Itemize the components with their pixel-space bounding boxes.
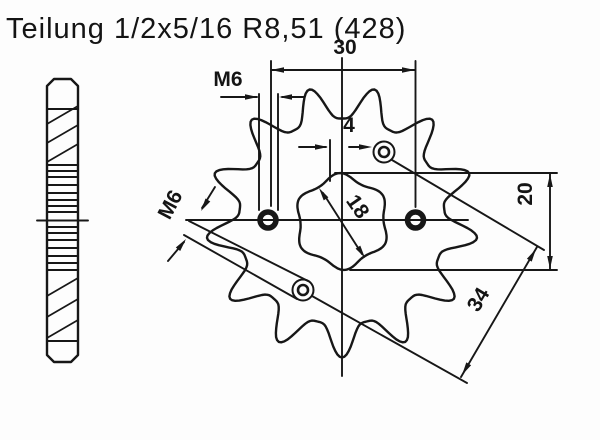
spline-bore-outline: [296, 171, 388, 272]
small-hole-inner: [377, 145, 391, 159]
dimension-line: [460, 246, 538, 378]
small-hole-inner: [296, 283, 310, 297]
dimension-arrowhead: [245, 94, 258, 100]
side-view-hatch-line: [46, 143, 79, 163]
dimension-arrowhead: [315, 144, 328, 150]
dimension-line: [311, 295, 468, 384]
drawing-title: Teilung 1/2x5/16 R8,51 (428): [6, 13, 407, 45]
side-view-hatch-line: [46, 105, 79, 125]
side-view-hatch-line: [46, 319, 79, 339]
dimension-arrowhead: [175, 239, 186, 251]
dimension-arrowhead: [547, 256, 553, 269]
dimension-line: [188, 220, 309, 282]
dimension-arrowhead: [547, 174, 553, 187]
dim-label-spline-od: 20: [514, 182, 537, 206]
dimension-line: [183, 234, 298, 300]
dimension-arrowhead: [201, 198, 211, 211]
dim-label-pin-hole-dia: 4: [343, 114, 355, 137]
small-hole-outer: [372, 140, 396, 164]
threaded-hole: [257, 209, 279, 231]
sprocket-teeth-outline: [205, 88, 479, 359]
dimension-line: [322, 192, 363, 255]
side-view-outline: [45, 77, 80, 364]
dimension-line: [391, 159, 545, 251]
dim-label-thread-top: M6: [213, 68, 243, 91]
side-view-hatch-line: [46, 298, 79, 318]
side-view-hatch-line: [46, 124, 79, 144]
dimension-arrowhead: [462, 362, 472, 375]
dimension-arrowhead: [355, 245, 365, 258]
dimension-arrowhead: [279, 94, 292, 100]
dimension-arrowhead: [402, 67, 415, 73]
dimension-arrowhead: [319, 188, 329, 201]
dim-label-bolt-spacing: 30: [333, 36, 357, 59]
side-view-hatch-line: [46, 277, 79, 297]
dimension-arrowhead: [526, 249, 536, 262]
dimension-arrowhead: [271, 67, 284, 73]
threaded-hole: [404, 209, 427, 231]
dimension-arrowhead: [359, 144, 372, 150]
